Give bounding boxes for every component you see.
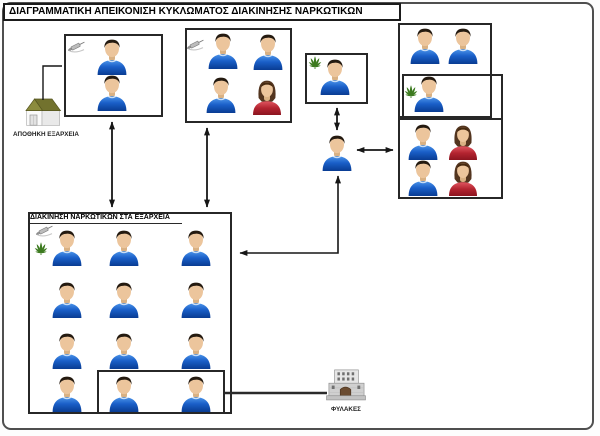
syringe-icon — [186, 36, 206, 52]
grower-cell-box — [305, 53, 368, 104]
person-man — [179, 280, 213, 318]
person-man — [107, 228, 141, 266]
person-man — [320, 133, 354, 171]
person-man — [206, 31, 240, 69]
person-man — [251, 32, 285, 70]
right-top-cell-box — [398, 23, 492, 118]
person-man — [406, 122, 440, 160]
person-man — [179, 374, 213, 412]
person-man — [446, 26, 480, 64]
syringe-icon — [35, 222, 55, 238]
courier-cell-box — [185, 28, 292, 123]
person-man — [50, 331, 84, 369]
person-man — [204, 75, 238, 113]
person-man — [107, 374, 141, 412]
prison-label: ΦΥΛΑΚΕΣ — [331, 406, 361, 413]
person-man — [406, 158, 440, 196]
street-cell-label: ΔΙΑΚΙΝΗΣΗ ΝΑΡΚΩΤΙΚΩΝ ΣΤΑ ΕΞΑΡΧΕΙΑ — [30, 213, 182, 224]
person-woman — [446, 158, 480, 196]
warehouse-label: ΑΠΟΘΗΚΗ ΕΞΑΡΧΕΙΑ — [13, 131, 79, 138]
person-man — [107, 331, 141, 369]
prison-building-icon — [325, 368, 367, 406]
supply-cell-box — [64, 34, 163, 117]
person-man — [408, 26, 442, 64]
cannabis-leaf-icon — [32, 240, 50, 255]
person-woman — [446, 122, 480, 160]
person-man — [179, 331, 213, 369]
person-man — [50, 374, 84, 412]
person-man — [95, 73, 129, 111]
cannabis-leaf-icon — [402, 83, 420, 98]
syringe-icon — [67, 38, 87, 54]
person-man — [50, 228, 84, 266]
diagram-title: ΔΙΑΓΡΑΜΜΑΤΙΚΗ ΑΠΕΙΚΟΝΙΣΗ ΚΥΚΛΩΜΑΤΟΣ ΔΙΑΚ… — [3, 3, 401, 21]
cannabis-leaf-icon — [306, 54, 324, 69]
arrest-subgroup-box — [97, 370, 225, 414]
person-man — [95, 37, 129, 75]
person-man — [107, 280, 141, 318]
person-woman — [250, 77, 284, 115]
right-bottom-cell-box — [398, 118, 503, 199]
person-man — [179, 228, 213, 266]
person-man — [50, 280, 84, 318]
warehouse-house-icon — [24, 96, 62, 128]
